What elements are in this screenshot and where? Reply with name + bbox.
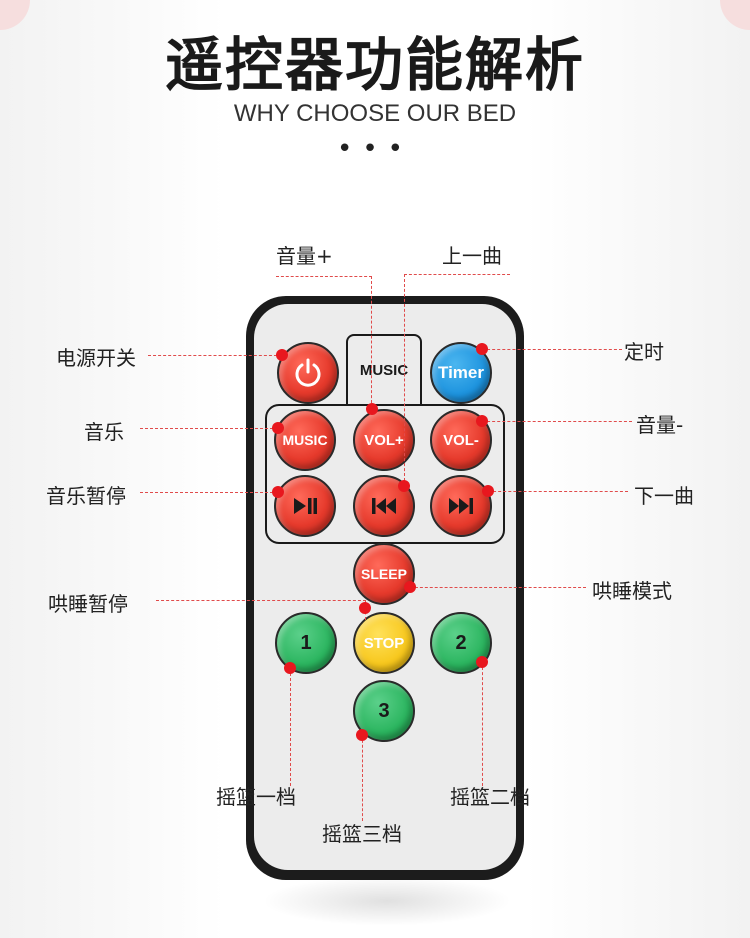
callout-dot <box>482 485 494 497</box>
sleep-button[interactable]: SLEEP <box>353 543 415 605</box>
play-pause-icon <box>294 498 317 514</box>
callout-dot <box>404 581 416 593</box>
callout-dot <box>476 415 488 427</box>
label-sleep-mode: 哄睡模式 <box>592 579 672 603</box>
power-icon <box>295 358 321 387</box>
remote-shadow <box>262 876 512 926</box>
label-volume-up: 音量+ <box>276 244 333 268</box>
callout-dot <box>276 349 288 361</box>
next-track-button[interactable] <box>430 475 492 537</box>
callout-dot <box>359 602 371 614</box>
label-next-track: 下一曲 <box>634 484 694 508</box>
callout-line <box>276 276 372 277</box>
decorative-dots: ••• <box>336 134 413 164</box>
volume-up-button[interactable]: VOL+ <box>353 409 415 471</box>
previous-track-icon <box>372 498 396 514</box>
label-timer: 定时 <box>624 340 664 364</box>
callout-dot <box>476 343 488 355</box>
cradle-level-2-button[interactable]: 2 <box>430 612 492 674</box>
callout-dot <box>476 656 488 668</box>
callout-line <box>410 587 586 588</box>
label-music: 音乐 <box>84 420 124 444</box>
page-title: 遥控器功能解析 <box>164 31 585 99</box>
callout-dot <box>272 486 284 498</box>
callout-line <box>482 421 632 422</box>
callout-line <box>140 492 278 493</box>
label-music-pause: 音乐暂停 <box>46 484 126 508</box>
callout-line <box>156 600 366 601</box>
callout-dot <box>272 422 284 434</box>
volume-down-button[interactable]: VOL- <box>430 409 492 471</box>
callout-dot <box>284 662 296 674</box>
callout-line <box>362 735 363 821</box>
callout-line <box>290 668 291 786</box>
music-group-label: MUSIC <box>359 362 409 379</box>
label-previous-track: 上一曲 <box>442 244 502 268</box>
callout-dot <box>356 729 368 741</box>
label-cradle-level-3: 摇篮三档 <box>322 822 402 846</box>
label-cradle-level-2: 摇篮二档 <box>450 785 530 809</box>
label-volume-down: 音量- <box>636 413 684 437</box>
label-cradle-level-1: 摇篮一档 <box>216 785 296 809</box>
callout-line <box>482 662 483 786</box>
label-power: 电源开关 <box>56 346 136 370</box>
next-track-icon <box>449 498 473 514</box>
page-subtitle: WHY CHOOSE OUR BED <box>233 100 517 127</box>
play-pause-button[interactable] <box>274 475 336 537</box>
callout-line <box>404 274 510 275</box>
callout-line <box>404 274 405 486</box>
timer-button[interactable]: Timer <box>430 342 492 404</box>
stop-button[interactable]: STOP <box>353 612 415 674</box>
music-button[interactable]: MUSIC <box>274 409 336 471</box>
callout-line <box>148 355 282 356</box>
callout-line <box>488 491 628 492</box>
label-sleep-pause: 哄睡暂停 <box>48 592 128 616</box>
callout-line <box>140 428 278 429</box>
callout-dot <box>366 403 378 415</box>
callout-line <box>482 349 622 350</box>
music-group-outline <box>346 334 422 406</box>
callout-dot <box>398 480 410 492</box>
callout-line <box>371 276 372 408</box>
